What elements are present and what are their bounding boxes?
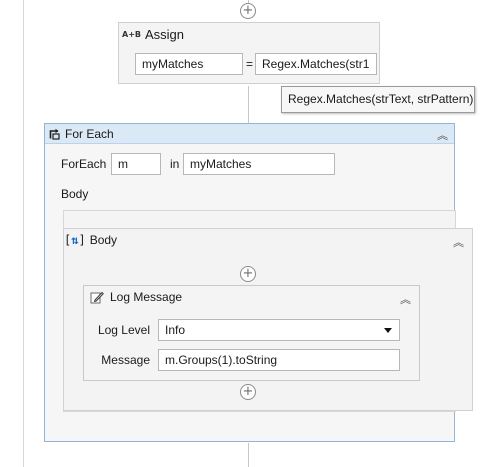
assign-header: A+B Assign	[119, 23, 184, 45]
chevron-down-icon	[384, 328, 392, 333]
connector-line-bottom	[248, 443, 249, 467]
assign-equals: =	[246, 57, 254, 71]
foreach-item-field[interactable]: m	[111, 153, 161, 175]
sequence-title: Body	[89, 233, 118, 247]
foreach-in-label: in	[170, 157, 180, 171]
foreach-collection-field[interactable]: myMatches	[183, 153, 335, 175]
log-message-collapse-icon[interactable]: ︽	[400, 293, 411, 306]
connector-line-mid	[248, 86, 249, 140]
foreach-title: For Each	[65, 126, 114, 141]
log-level-label: Log Level	[97, 323, 150, 337]
foreach-collapse-icon[interactable]: ︽	[437, 129, 448, 142]
add-activity-sequence-bottom-icon[interactable]: +	[240, 384, 256, 400]
log-level-value: Info	[165, 323, 186, 337]
loop-arrow-icon	[49, 128, 60, 140]
sequence-header[interactable]: [⇅] Body	[64, 229, 117, 251]
assign-activity[interactable]: A+B Assign myMatches = Regex.Matches(str…	[118, 22, 380, 84]
assign-row: myMatches = Regex.Matches(str1	[135, 53, 378, 75]
assign-to-field[interactable]: myMatches	[135, 53, 243, 75]
pencil-note-icon	[90, 291, 104, 304]
foreach-label: ForEach	[61, 157, 107, 171]
message-field[interactable]: m.Groups(1).toString	[158, 349, 400, 371]
add-activity-sequence-top-icon[interactable]: +	[240, 266, 256, 282]
log-level-select[interactable]: Info	[158, 319, 400, 341]
message-label: Message	[101, 353, 150, 367]
foreach-header[interactable]: For Each ︽	[45, 124, 454, 144]
log-message-title: Log Message	[110, 290, 183, 304]
expression-tooltip: Regex.Matches(strText, strPattern)	[281, 86, 475, 113]
sequence-icon: [⇅]	[64, 233, 86, 247]
assign-value-field[interactable]: Regex.Matches(str1	[255, 53, 378, 75]
log-message-activity[interactable]: Log Message ︽ Log Level Info Message m.G…	[83, 285, 420, 381]
add-activity-top-icon[interactable]: +	[240, 3, 256, 19]
foreach-body-label: Body	[61, 187, 89, 201]
assign-icon: A+B	[122, 29, 141, 39]
log-message-header[interactable]: Log Message	[84, 286, 419, 308]
sequence-collapse-icon[interactable]: ︽	[453, 236, 464, 249]
assign-title: Assign	[145, 26, 185, 42]
